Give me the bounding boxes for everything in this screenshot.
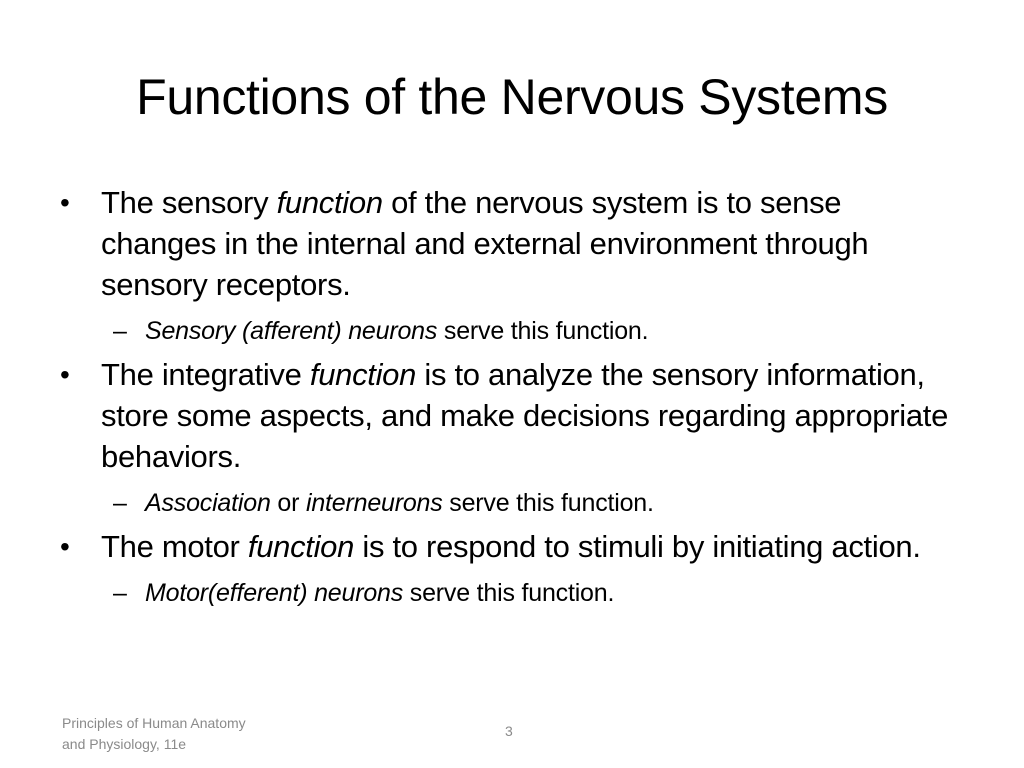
bullet-dot-icon: •: [60, 359, 70, 390]
bullet-text-pre: The integrative: [101, 357, 310, 392]
sub-bullet-sensory-neurons: – Sensory (afferent) neurons serve this …: [58, 314, 958, 348]
dash-icon: –: [113, 489, 127, 517]
bullet-text-post: of the nervous system is to sense change…: [101, 185, 869, 302]
bullet-dot-icon: •: [60, 187, 70, 218]
sub-bullet-text: serve this function.: [437, 317, 649, 345]
bullet-sensory-function: • The sensory function of the nervous sy…: [58, 182, 958, 305]
bullet-text-emphasis: function: [309, 357, 417, 392]
bullet-text-pre: The sensory: [101, 185, 277, 220]
sub-bullet-emphasis: Sensory (afferent) neurons: [145, 317, 438, 345]
bullet-text-pre: The motor: [101, 529, 248, 564]
bullet-motor-function: • The motor function is to respond to st…: [58, 526, 958, 567]
dash-icon: –: [113, 579, 127, 607]
slide-title: Functions of the Nervous Systems: [136, 69, 888, 125]
sub-bullet-association-neurons: – Association or interneurons serve this…: [58, 486, 958, 520]
footer-source: Principles of Human Anatomy and Physiolo…: [62, 713, 322, 755]
bullet-text-emphasis: function: [247, 529, 355, 564]
sub-bullet-text: or: [270, 489, 306, 517]
bullet-text-emphasis: function: [276, 185, 383, 220]
bullet-dot-icon: •: [60, 531, 70, 562]
sub-bullet-emphasis-2: interneurons: [305, 489, 443, 517]
bullet-integrative-function: • The integrative function is to analyze…: [58, 354, 958, 477]
footer-line: Principles of Human Anatomy: [62, 715, 246, 731]
slide-number: 3: [505, 723, 513, 739]
sub-bullet-emphasis: Association: [145, 489, 271, 517]
bullet-text-post: is to respond to stimuli by initiating a…: [354, 529, 921, 564]
sub-bullet-text: serve this function.: [442, 489, 654, 517]
sub-bullet-motor-neurons: – Motor(efferent) neurons serve this fun…: [58, 576, 958, 610]
bullet-text-post: is to analyze the sensory information, s…: [101, 357, 949, 474]
dash-icon: –: [113, 317, 127, 345]
sub-bullet-emphasis: Motor(efferent) neurons: [145, 579, 404, 607]
footer-line: and Physiology, 11e: [62, 736, 187, 752]
sub-bullet-text: serve this function.: [403, 579, 615, 607]
bullet-list: • The sensory function of the nervous sy…: [58, 182, 958, 616]
